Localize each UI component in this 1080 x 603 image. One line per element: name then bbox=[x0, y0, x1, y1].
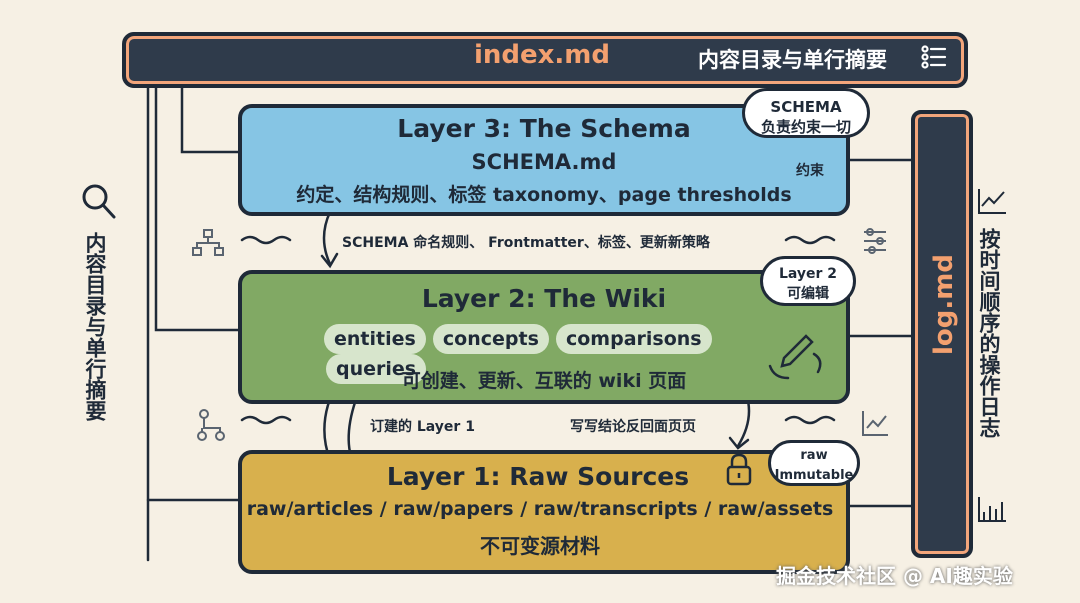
right-side-caption: 按时间顺序的操作日志 bbox=[977, 228, 1001, 438]
layer3-description: 约定、结构规则、标签 taxonomy、page thresholds bbox=[296, 184, 792, 206]
settings-list-icon bbox=[864, 228, 886, 254]
raw-bubble-line2: Immutable bbox=[774, 468, 854, 483]
layer2-title: Layer 2: The Wiki bbox=[421, 284, 667, 313]
layer2-description: 可创建、更新、互联的 wiki 页面 bbox=[401, 370, 687, 392]
layer1-description: 不可变源材料 bbox=[480, 534, 600, 558]
right-connector-label: 写写结论反回面页页 bbox=[570, 419, 696, 435]
raw-bubble-line1: raw bbox=[800, 448, 828, 463]
layer2-bubble: Layer 2 可编辑 bbox=[760, 256, 856, 306]
index-subtitle: 内容目录与单行摘要 bbox=[698, 48, 887, 72]
layer3-file: SCHEMA.md bbox=[471, 150, 617, 174]
hierarchy-icon bbox=[192, 229, 224, 256]
schema-rules-label: SCHEMA 命名规则、 Frontmatter、标签、更新新策略 bbox=[342, 235, 710, 251]
layer2-pill-row: entities concepts comparisons queries bbox=[324, 324, 764, 384]
layer1-title: Layer 1: Raw Sources bbox=[386, 462, 690, 491]
layer1-paths: raw/articles / raw/papers / raw/transcri… bbox=[246, 498, 834, 520]
list-icon bbox=[921, 45, 947, 69]
log-title: log.md bbox=[929, 254, 959, 355]
constraint-label: 约束 bbox=[796, 163, 824, 179]
chart-icon bbox=[978, 189, 1006, 214]
pencil-icon bbox=[768, 334, 822, 380]
schema-bubble-line2: 负责约束一切 bbox=[760, 118, 851, 136]
layer1-card bbox=[238, 450, 850, 574]
index-title: index.md bbox=[473, 40, 611, 70]
pill-comparisons: comparisons bbox=[555, 324, 712, 354]
schema-bubble-line1: SCHEMA bbox=[770, 98, 842, 116]
layer3-title: Layer 3: The Schema bbox=[397, 114, 691, 143]
left-connector-label: 订建的 Layer 1 bbox=[370, 419, 475, 435]
layer2-bubble-line2: 可编辑 bbox=[787, 286, 829, 302]
mini-chart-icon bbox=[862, 411, 888, 436]
tree-icon bbox=[197, 409, 225, 441]
bar-chart-icon bbox=[978, 497, 1006, 522]
search-icon bbox=[82, 184, 116, 219]
watermark: 掘金技术社区 @ AI趣实验 bbox=[776, 564, 1013, 588]
pill-concepts: concepts bbox=[432, 324, 549, 354]
layer2-bubble-line1: Layer 2 bbox=[778, 266, 838, 282]
log-bar bbox=[911, 110, 973, 558]
pill-queries: queries bbox=[326, 354, 427, 384]
pill-entities: entities bbox=[324, 324, 426, 354]
raw-bubble: raw Immutable bbox=[768, 440, 860, 486]
schema-bubble: SCHEMA 负责约束一切 bbox=[742, 88, 870, 138]
left-side-caption: 内容目录与单行摘要 bbox=[83, 232, 107, 421]
lock-icon bbox=[726, 453, 752, 486]
index-bar bbox=[122, 32, 968, 88]
